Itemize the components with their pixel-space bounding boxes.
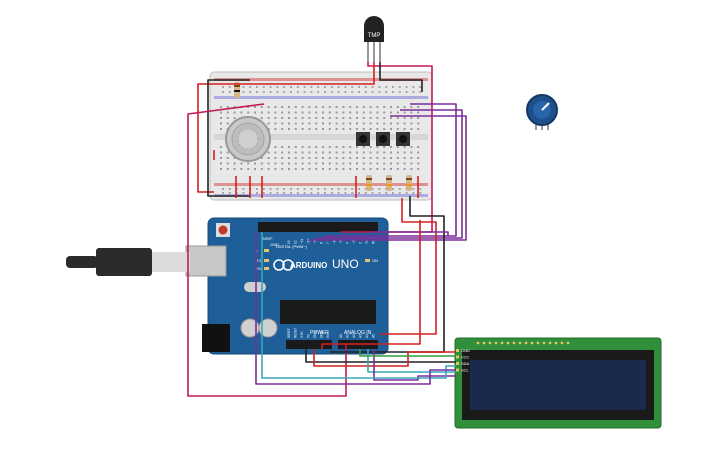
pin-label: ~9 <box>313 240 317 244</box>
wire-lcd-green <box>359 349 456 357</box>
lcd-pin-label-scl: SCL <box>461 368 470 373</box>
wire-rail-black <box>207 79 250 197</box>
wire-button-3 <box>308 115 467 241</box>
analog-label: ANALOG IN <box>344 330 372 336</box>
led-l-label: L <box>256 248 259 253</box>
lcd-pin-label-sda: SDA <box>461 361 470 366</box>
led-tx-label: TX <box>256 258 261 263</box>
wire-purple-left <box>255 232 456 385</box>
wires <box>187 62 467 397</box>
wire-lcd-scl <box>373 349 456 381</box>
push-button-2[interactable] <box>376 132 390 146</box>
pin-label: ~11 <box>300 239 304 244</box>
temperature-sensor[interactable]: TMP <box>364 16 384 62</box>
arduino-logo-icon <box>273 259 294 271</box>
lcd-pin-label-vcc: VCC <box>461 355 470 360</box>
pin-label: A0 <box>339 334 343 338</box>
arduino-brand: ARDUINO <box>290 261 327 270</box>
on-label: ON <box>372 258 378 263</box>
wire-temp-gnd <box>379 62 423 92</box>
push-button-3[interactable] <box>396 132 410 146</box>
gas-sensor[interactable] <box>225 116 271 162</box>
pin-label: GND <box>313 330 317 338</box>
gnd-label: GND <box>270 242 279 247</box>
breadboard-holes <box>220 86 422 194</box>
pin-label: A3 <box>359 334 363 338</box>
wire-lcd-gnd <box>305 349 456 363</box>
power-label: POWER <box>310 330 329 336</box>
pin-label: ~5 <box>339 240 343 244</box>
temperature-sensor-label: TMP <box>368 33 381 39</box>
pin-label: 3.3V <box>300 331 304 338</box>
pin-label: Vin <box>326 333 330 338</box>
wire-button-1 <box>324 103 457 237</box>
pin-label: 12 <box>294 240 298 244</box>
resistor-2[interactable] <box>386 175 392 191</box>
pin-label: ~10 <box>307 238 311 244</box>
wire-temp-vcc <box>214 62 375 85</box>
potentiometer[interactable] <box>526 94 558 130</box>
pin-label: A4 <box>365 334 369 338</box>
arduino-uno-board[interactable]: ARDUINO UNO DIGITAL (PWM~) POWER ANALOG … <box>202 217 389 355</box>
lcd-pin-label-gnd: GND <box>461 348 470 353</box>
pin-label: 7 <box>326 242 330 244</box>
usb-cable[interactable] <box>66 245 227 277</box>
pin-label: ~6 <box>333 240 337 244</box>
pin-label: A1 <box>346 334 350 338</box>
resistor-top[interactable] <box>234 82 240 98</box>
wire-res-black <box>330 196 445 353</box>
pin-label: 5V <box>307 333 311 338</box>
wire-res-red <box>380 198 437 335</box>
wire-teal-left <box>261 232 456 379</box>
resistor-3[interactable] <box>406 175 412 191</box>
pin-label: 4 <box>346 242 350 244</box>
wire-ard-red-loop <box>321 220 421 349</box>
arduino-model: UNO <box>332 257 359 271</box>
push-button-1[interactable] <box>356 132 370 146</box>
aref-label: AREF <box>262 236 273 241</box>
pin-label: A2 <box>352 334 356 338</box>
pin-label: GND <box>320 330 324 338</box>
wire-rail-red <box>197 83 214 193</box>
pin-label: 8 <box>320 242 324 244</box>
wire-lcd-vcc <box>313 349 456 367</box>
pin-label: 13 <box>287 240 291 244</box>
wire-button-2 <box>316 109 463 239</box>
lcd-header-pins <box>476 341 570 345</box>
resistor-1[interactable] <box>366 175 372 191</box>
pin-label: 2 <box>359 242 363 244</box>
wire-purple-analog <box>372 231 449 236</box>
pin-label: A5 <box>372 334 376 338</box>
led-rx-label: RX <box>256 266 262 271</box>
pin-label: ~3 <box>352 240 356 244</box>
pin-label: RESET <box>294 327 298 338</box>
pin-label: IOREF <box>287 328 291 338</box>
breadboard[interactable] <box>209 71 433 201</box>
digital-header-label: DIGITAL (PWM~) <box>276 244 308 249</box>
